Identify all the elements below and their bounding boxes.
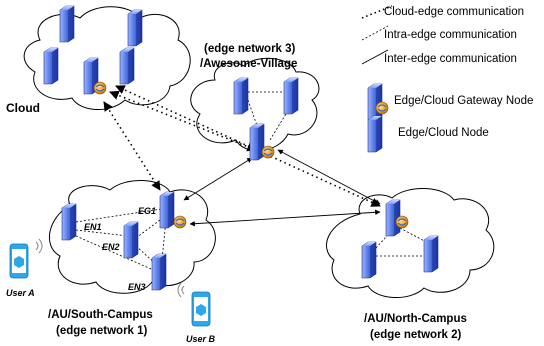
legend-node-text: Edge/Cloud Node [398, 127, 489, 139]
cloud-node-4 [119, 47, 135, 85]
legend-inter-edge-text: Inter-edge communication [384, 53, 517, 65]
legend-gateway-badge-icon [375, 101, 389, 115]
node-label-eg1: EG1 [138, 206, 156, 216]
node-label-en1: EN1 [84, 222, 102, 232]
legend-intra-edge-text: Intra-edge communication [384, 29, 517, 41]
cloud-gateway-badge-icon [93, 81, 107, 95]
cloud-label: Cloud [6, 101, 40, 115]
cloud-node-3 [43, 47, 59, 85]
legend-cloud-edge-text: Cloud-edge communication [384, 6, 524, 18]
edge2-label-line1: /AU/North-Campus [364, 313, 467, 325]
inter-edge-links [183, 149, 381, 227]
user-a-phone-icon [9, 238, 43, 279]
edge2-node-2 [423, 235, 439, 273]
edge3-label-line1: (edge network 3) [204, 43, 296, 55]
edge2-gateway-badge-icon [395, 215, 409, 229]
legend-inter-edge-line [361, 49, 389, 65]
edge1-node-en2 [123, 221, 139, 259]
legend-node-icon [367, 115, 383, 153]
edge3-label-line2: /Awesome-Village [200, 58, 297, 70]
node-label-en2: EN2 [102, 242, 120, 252]
edge3-node-2 [283, 77, 299, 115]
legend-cloud-edge-line [361, 5, 393, 19]
edge1-label-line2: (edge network 1) [56, 325, 148, 337]
edge3-gateway-node [249, 123, 265, 161]
edge2-label-line2: (edge network 2) [370, 329, 462, 341]
edge3-gateway-badge-icon [261, 145, 275, 159]
edge1-gateway-badge-icon [173, 215, 187, 229]
legend-gateway-node-icon [367, 83, 383, 121]
cloud-edge-links [103, 85, 381, 207]
edge1-node-en3 [151, 253, 167, 291]
cloud-shape-edge2 [326, 187, 495, 299]
user-b-label: User B [186, 334, 216, 344]
legend-intra-edge-line [361, 25, 389, 41]
edge2-node-1 [361, 241, 377, 279]
legend: Cloud-edge communication Intra-edge comm… [361, 5, 533, 153]
legend-gateway-node-text: Edge/Cloud Gateway Node [394, 95, 533, 107]
user-a-label: User A [6, 288, 35, 298]
edge1-label-line1: /AU/South-Campus [48, 309, 153, 321]
edge3-node-1 [233, 77, 249, 115]
edge1-node-en1 [61, 203, 77, 241]
edge1-gateway-node [159, 191, 175, 229]
cloud-node-2 [127, 9, 143, 47]
user-b-phone-icon [177, 282, 211, 327]
node-label-en3: EN3 [128, 282, 146, 292]
cloud-node-1 [59, 5, 75, 43]
